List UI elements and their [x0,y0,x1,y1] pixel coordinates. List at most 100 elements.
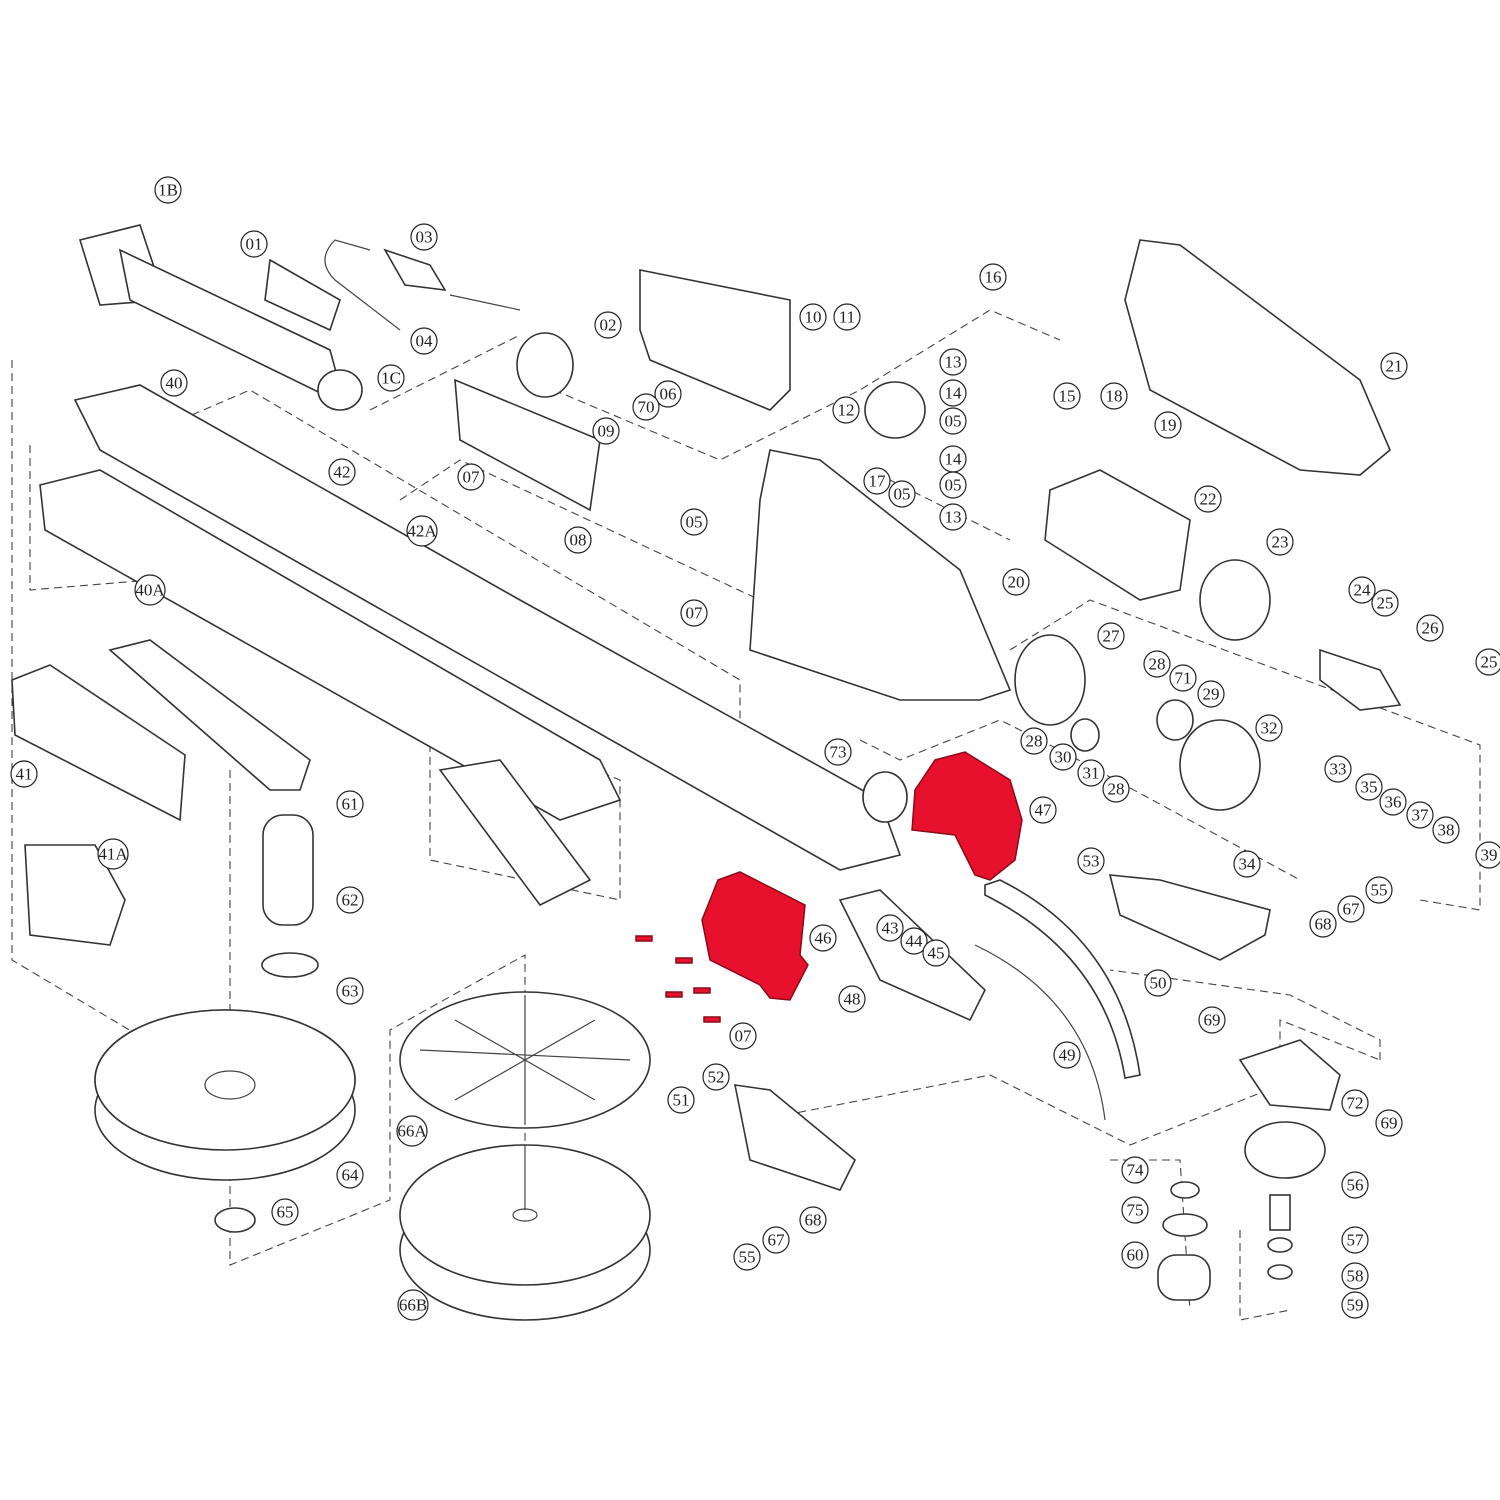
callout-text: 05 [945,412,962,431]
callout-circle [1143,650,1171,678]
callout-70: 70 [632,393,660,421]
callout-text: 56 [1347,1176,1364,1195]
callout-32: 32 [1255,714,1283,742]
callout-text: 07 [686,604,704,623]
callout-text: 28 [1026,732,1043,751]
callout-02: 02 [594,311,622,339]
callout-text: 19 [1160,416,1177,435]
callout-circle [1341,1226,1369,1254]
callout-text: 55 [1371,881,1388,900]
callout-circle [396,1115,428,1147]
callout-circle [1355,773,1383,801]
part-tube-elbow [438,759,592,907]
callout-circle [900,927,928,955]
callout-text: 75 [1127,1201,1144,1220]
callout-1B: 1B [154,176,182,204]
part-brush-holder-12 [864,381,926,439]
callout-03: 03 [410,223,438,251]
callout-text: 37 [1412,806,1430,825]
part-bracket-53 [1108,874,1271,961]
callout-49: 49 [1053,1041,1081,1069]
callout-28: 28 [1020,727,1048,755]
part-tube-41A [24,844,126,946]
callout-circle [833,303,861,331]
callout-72: 72 [1341,1089,1369,1117]
callout-text: 03 [416,228,433,247]
callout-text: 64 [342,1166,360,1185]
part-disc-66A [399,991,651,1129]
callout-circle [397,1289,429,1321]
callout-circle [1029,796,1057,824]
callout-text: 25 [1377,594,1394,613]
callout-01: 01 [240,230,268,258]
callout-circle [1154,411,1182,439]
callout-circle [863,467,891,495]
callout-text: 52 [708,1068,725,1087]
callout-68: 68 [1309,910,1337,938]
callout-text: 08 [570,531,587,550]
callout-text: 51 [673,1091,690,1110]
callout-circle [1100,382,1128,410]
callout-61: 61 [336,790,364,818]
callout-circle [1144,969,1172,997]
callout-text: 41 [16,765,33,784]
callout-text: 38 [1438,821,1455,840]
callout-14: 14 [939,379,967,407]
callout-text: 09 [598,422,615,441]
callout-circle [1365,876,1393,904]
callout-circle [1341,1291,1369,1319]
callout-circle [410,327,438,355]
callout-42A: 42A [406,515,438,547]
callout-text: 70 [638,398,655,417]
callout-12: 12 [832,396,860,424]
callout-text: 02 [600,316,617,335]
callout-1C: 1C [377,364,405,392]
part-bearing-73 [862,771,908,823]
callout-25: 25 [1475,648,1500,676]
callout-text: 30 [1055,748,1072,767]
callout-text: 67 [1343,900,1361,919]
part-hub-56 [1244,1121,1326,1179]
callout-circle [1233,850,1261,878]
part-hose-50 [984,879,1141,1079]
callout-65: 65 [271,1198,299,1226]
callout-71: 71 [1169,664,1197,692]
callout-text: 15 [1059,387,1076,406]
callout-31: 31 [1077,759,1105,787]
callout-37: 37 [1406,801,1434,829]
callout-circle [1432,816,1460,844]
callout-34: 34 [1233,850,1261,878]
callout-text: 46 [815,929,832,948]
callout-text: 69 [1381,1114,1398,1133]
callout-40A: 40A [134,574,166,606]
callout-circle [762,1226,790,1254]
callout-27: 27 [1097,622,1125,650]
callout-41: 41 [10,760,38,788]
callout-circle [1379,788,1407,816]
highlighted-screws-07 [635,935,721,1023]
callout-15: 15 [1053,382,1081,410]
callout-circle [922,939,950,967]
callout-17: 17 [863,467,891,495]
callout-20: 20 [1002,568,1030,596]
part-clip-59 [1267,1264,1293,1280]
callout-text: 16 [985,268,1002,287]
callout-text: 29 [1203,685,1220,704]
callout-05: 05 [939,471,967,499]
callout-circle [979,263,1007,291]
callout-text: 66A [397,1122,427,1141]
callout-19: 19 [1154,411,1182,439]
callout-06: 06 [654,380,682,408]
part-clamp-63 [261,952,319,978]
callout-text: 27 [1103,627,1121,646]
part-handle-cover-10 [639,269,791,411]
part-gear-29 [1156,699,1194,741]
callout-circle [939,503,967,531]
callout-46: 46 [809,924,837,952]
callout-circle [336,886,364,914]
callout-26: 26 [1416,614,1444,642]
callout-23: 23 [1266,528,1294,556]
callout-circle [336,790,364,818]
callout-28: 28 [1143,650,1171,678]
